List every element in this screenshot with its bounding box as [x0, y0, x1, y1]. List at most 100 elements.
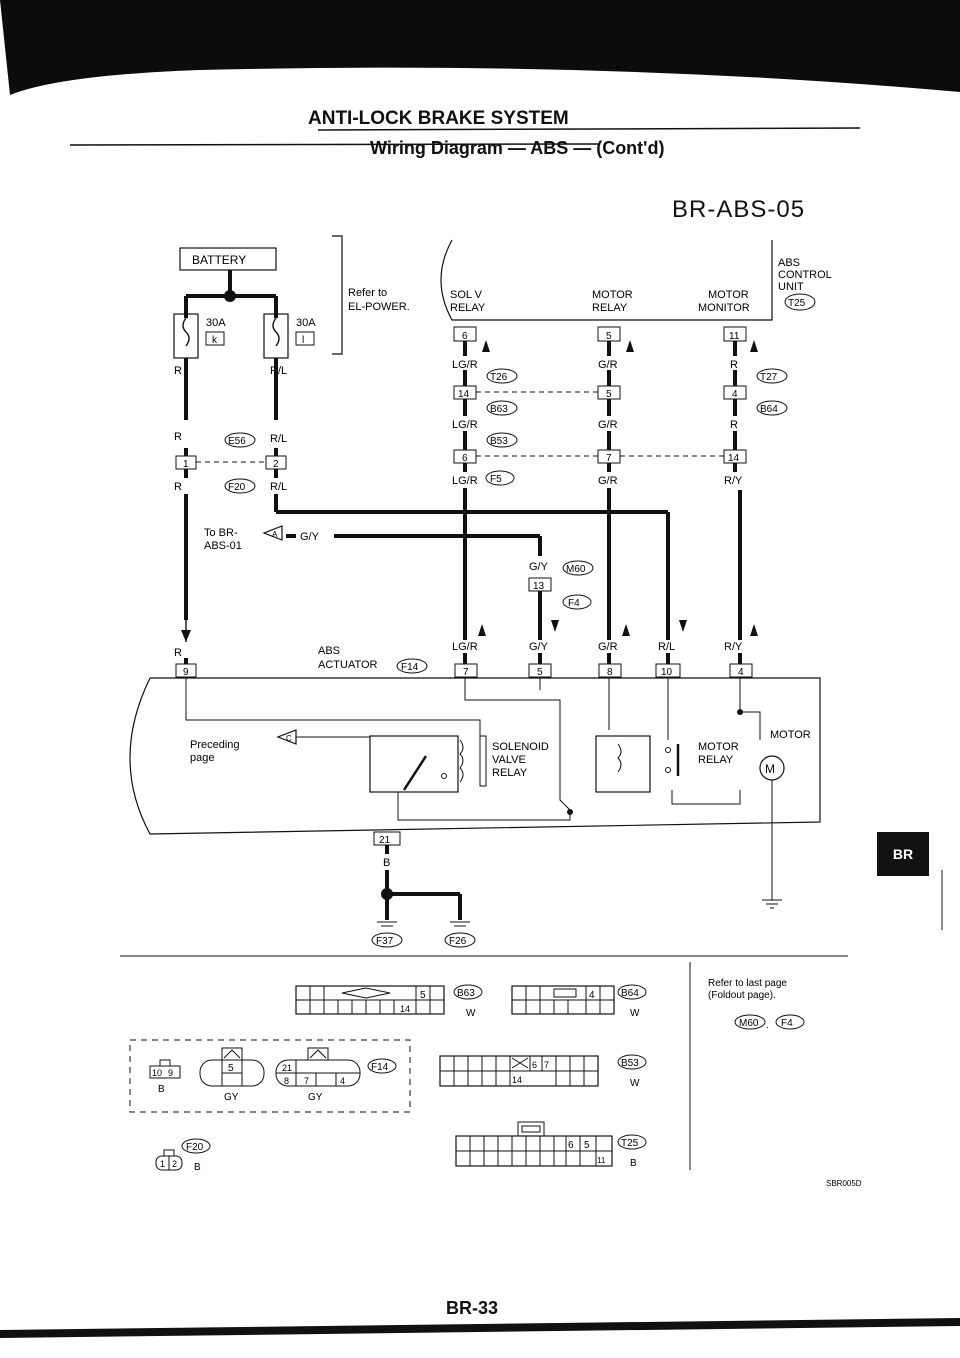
connector-f37: F37	[376, 936, 394, 947]
f14b-pin-21: 21	[282, 1063, 292, 1073]
wire-color-rl-4: R/L	[658, 641, 675, 653]
wire-color-gr-1: G/R	[598, 359, 618, 371]
control-unit-line-2: CONTROL	[778, 269, 832, 281]
cv-t25-label: T25	[621, 1138, 639, 1149]
cu-terminal-6: 6	[462, 331, 468, 342]
motor-monitor-line-2: MONITOR	[698, 302, 750, 314]
f14b-pin-7: 7	[304, 1076, 309, 1086]
refer-target-label: EL-POWER.	[348, 301, 410, 313]
wire-color-r-1: R	[174, 365, 182, 377]
page-title: ANTI-LOCK BRAKE SYSTEM	[308, 108, 569, 129]
motor-symbol: M	[765, 762, 775, 776]
refer-to-label: Refer to	[348, 287, 387, 299]
connector-view-b63: 5 14	[295, 985, 445, 1015]
pin-9-actuator: 9	[183, 667, 189, 678]
f20-pin-2: 2	[172, 1159, 177, 1169]
battery-label: BATTERY	[192, 253, 246, 267]
to-br-letter: A	[272, 530, 278, 539]
connector-view-t25: 6 5 11	[455, 1121, 613, 1167]
pin-2: 2	[273, 459, 279, 470]
preceding-line-2: page	[190, 752, 214, 764]
diagram-code: BR-ABS-05	[672, 196, 806, 223]
cv-f14-label: F14	[371, 1062, 389, 1073]
cv-b63-label: B63	[457, 988, 475, 999]
cv-f20-label: F20	[186, 1142, 204, 1153]
fuse-left-id: k	[212, 335, 218, 346]
cv-b64-label: B64	[621, 988, 639, 999]
f20-color: B	[194, 1162, 201, 1173]
pin-10-actuator: 10	[661, 667, 673, 678]
solenoid-line-2: VALVE	[492, 754, 526, 766]
fuse-right-icon	[263, 313, 289, 359]
to-br-line-2: ABS-01	[204, 540, 242, 552]
b53-pin-7: 7	[544, 1060, 549, 1070]
cu-terminal-11: 11	[729, 331, 740, 342]
wire-color-gr-2: G/R	[598, 419, 618, 431]
pin-5-actuator: 5	[537, 667, 543, 678]
f14b-color: GY	[308, 1092, 323, 1103]
connector-m60: M60	[566, 564, 586, 575]
fuse-right-id: l	[302, 335, 304, 346]
f14b-pin-8: 8	[284, 1076, 289, 1086]
motor-monitor-line-1: MOTOR	[708, 289, 749, 301]
sol-v-relay-line-1: SOL V	[450, 289, 483, 301]
connector-f20: F20	[228, 482, 246, 493]
motor-relay-line-1: MOTOR	[592, 289, 633, 301]
f14a-pin-5: 5	[228, 1063, 234, 1074]
b64-pin-4: 4	[589, 990, 595, 1001]
connector-view-b64: 4	[511, 985, 615, 1015]
pin-5-t26: 5	[606, 389, 612, 400]
b53-pin-6: 6	[532, 1060, 537, 1070]
f14a-color: GY	[224, 1092, 239, 1103]
wire-color-r-4: R	[174, 647, 182, 659]
pin-14-t26: 14	[458, 389, 470, 400]
connector-view-e20: 10 9 B	[149, 1059, 181, 1095]
pin-7-actuator: 7	[463, 667, 469, 678]
connector-b53: B53	[490, 436, 508, 447]
t25-pin-11: 11	[597, 1156, 606, 1165]
page-number: BR-33	[446, 1298, 499, 1318]
pin-7-b53: 7	[606, 453, 612, 464]
refer-separator: .	[766, 1020, 769, 1031]
wire-color-r-6: R	[730, 419, 738, 431]
wire-color-lgr-4: LG/R	[452, 641, 478, 653]
connector-f4: F4	[568, 598, 580, 609]
motor-relay-box-line-2: RELAY	[698, 754, 734, 766]
wire-color-lgr-2: LG/R	[452, 419, 478, 431]
to-br-arrow-icon	[262, 525, 283, 541]
fuse-left-amp: 30A	[206, 317, 226, 329]
fuse-right-amp: 30A	[296, 317, 316, 329]
page-subtitle: Wiring Diagram — ABS — (Cont'd)	[370, 138, 665, 158]
connector-view-f14a: 5 GY	[199, 1047, 265, 1103]
solenoid-line-1: SOLENOID	[492, 741, 549, 753]
wire-color-rl-1: R/L	[270, 365, 287, 377]
preceding-line-1: Preceding	[190, 739, 240, 751]
connector-view-f20: 1 2 B	[155, 1149, 201, 1173]
wire-color-r-5: R	[730, 359, 738, 371]
actuator-line-2: ACTUATOR	[318, 659, 378, 671]
t25-pin-5: 5	[584, 1140, 590, 1151]
sol-v-relay-line-2: RELAY	[450, 302, 486, 314]
preceding-letter: C	[286, 734, 292, 743]
connector-e56: E56	[228, 436, 246, 447]
b63-pin-14: 14	[400, 1004, 410, 1014]
refer-last-line-2: (Foldout page).	[708, 990, 776, 1001]
cu-terminal-5: 5	[606, 331, 612, 342]
wire-color-gy-1: G/Y	[300, 531, 320, 543]
b63-pin-5: 5	[420, 990, 426, 1001]
pin-4-t27: 4	[732, 389, 738, 400]
cv-b64-color: W	[630, 1008, 640, 1019]
pin-14-b53: 14	[728, 453, 740, 464]
connector-view-b53: 6 7 14	[439, 1055, 599, 1087]
t25-pin-6: 6	[568, 1140, 574, 1151]
wire-color-lgr-3: LG/R	[452, 475, 478, 487]
refer-connector-m60: M60	[739, 1018, 759, 1029]
f20-pin-1: 1	[160, 1159, 165, 1169]
pin-1: 1	[183, 459, 189, 470]
wire-color-gy-3: G/Y	[529, 641, 549, 653]
connector-f26: F26	[449, 936, 467, 947]
wire-color-rl-2: R/L	[270, 433, 287, 445]
refer-last-line-1: Refer to last page	[708, 978, 787, 989]
